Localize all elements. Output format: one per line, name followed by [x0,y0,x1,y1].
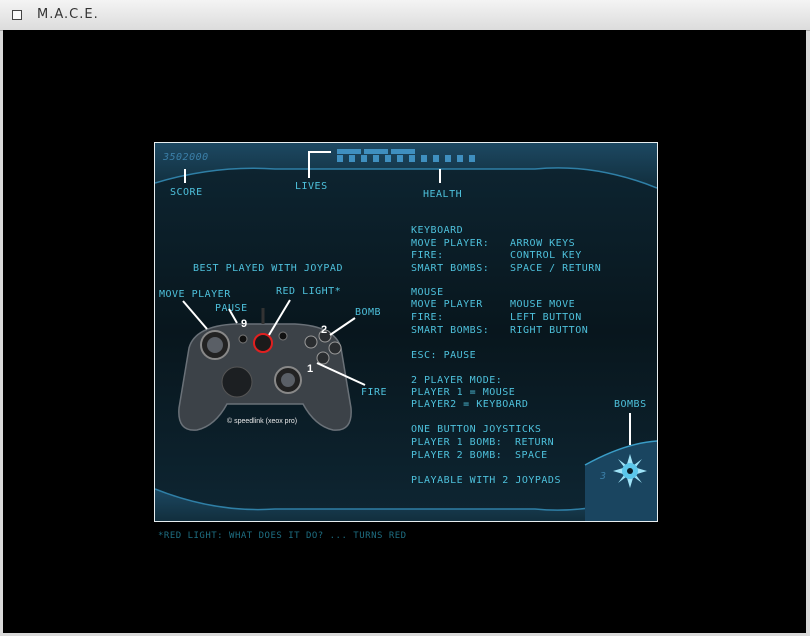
bombs-pointer [629,413,631,445]
red-light-label: RED LIGHT* [276,286,342,297]
mouse-fire-action: FIRE: [411,312,444,323]
mouse-bomb-action: SMART BOMBS: [411,325,490,336]
bombs-label: BOMBS [614,399,647,410]
score-label: SCORE [170,187,203,198]
pause-button-icon [238,334,248,344]
pause-label: PAUSE [215,303,248,314]
kb-move-action: MOVE PLAYER: [411,238,490,249]
copyright-text: © speedlink (xeox pro) [227,418,298,425]
fire-label: FIRE [361,387,388,398]
health-block [349,155,355,162]
fire-button-icon [316,351,330,365]
mouse-bomb-key: RIGHT BUTTON [510,325,589,336]
keyboard-header: KEYBOARD [411,225,464,236]
smart-bomb-icon [613,454,647,488]
mouse-header: MOUSE [411,287,444,298]
red-light-icon [253,333,273,353]
window-titlebar: M.A.C.E. [0,0,810,31]
health-block [397,155,403,162]
kb-fire-key: CONTROL KEY [510,250,582,261]
lives-pointer-horizontal [308,151,331,153]
health-block [373,155,379,162]
lives-pointer-vertical [308,151,310,178]
health-block [361,155,367,162]
one-button-header: ONE BUTTON JOYSTICKS [411,424,542,435]
bomb-button-icon [318,329,332,343]
bomb-label: BOMB [355,307,382,318]
button-2-number: 2 [321,324,328,336]
bombs-count: 3 [600,471,607,482]
joypads-text: PLAYABLE WITH 2 JOYPADS [411,475,561,486]
p1-bomb-action: PLAYER 1 BOMB: [411,437,503,448]
window-title: M.A.C.E. [37,7,99,22]
health-block [457,155,463,162]
health-block [445,155,451,162]
mouse-fire-key: LEFT BUTTON [510,312,582,323]
two-player-header: 2 PLAYER MODE: [411,375,503,386]
kb-bomb-key: SPACE / RETURN [510,263,602,274]
health-block [421,155,427,162]
hud-frame-art [155,143,657,521]
mouse-move-action: MOVE PLAYER [411,299,483,310]
health-pointer [439,169,441,183]
kb-move-key: ARROW KEYS [510,238,576,249]
health-label: HEALTH [423,189,463,200]
health-block [433,155,439,162]
health-block [337,155,343,162]
move-player-label: MOVE PLAYER [159,289,231,300]
esc-pause-text: ESC: PAUSE [411,350,477,361]
kb-fire-action: FIRE: [411,250,444,261]
score-pointer [184,169,186,183]
footnote-text: *RED LIGHT: WHAT DOES IT DO? ... TURNS R… [158,531,407,541]
dpad-icon [221,366,253,398]
joypad-image [178,308,352,431]
mouse-move-key: MOUSE MOVE [510,299,576,310]
game-screen[interactable]: 3502000 SCORE LIVES HEALTH BEST PLAYED W… [154,142,658,522]
lives-segment [391,149,415,154]
p2-bomb-key: SPACE [515,450,548,461]
best-played-text: BEST PLAYED WITH JOYPAD [193,263,343,274]
player2-text: PLAYER2 = KEYBOARD [411,399,529,410]
lives-segment [337,149,361,154]
p2-bomb-action: PLAYER 2 BOMB: [411,450,503,461]
kb-bomb-action: SMART BOMBS: [411,263,490,274]
lives-label: LIVES [295,181,328,192]
p1-bomb-key: RETURN [515,437,555,448]
button-9-number: 9 [241,318,248,330]
health-block [385,155,391,162]
button-1-number: 1 [307,363,314,375]
player1-text: PLAYER 1 = MOUSE [411,387,516,398]
callout-lines [182,299,366,386]
score-value: 3502000 [163,152,209,163]
lives-segment [364,149,388,154]
health-block [409,155,415,162]
health-block [469,155,475,162]
window-menu-button[interactable] [12,10,22,20]
